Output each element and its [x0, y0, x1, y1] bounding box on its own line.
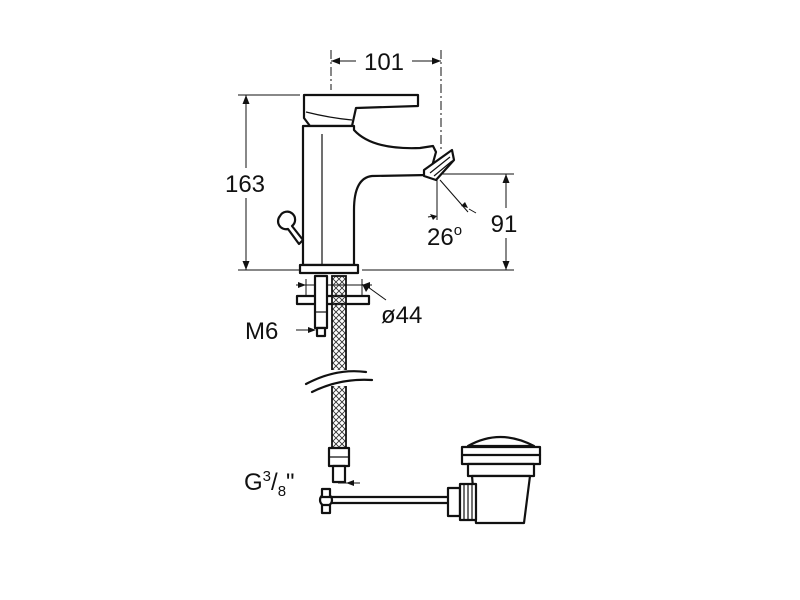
hose-thread-label: G3/8" — [244, 468, 295, 500]
drain-waste — [446, 436, 542, 525]
lever-handle — [302, 93, 420, 128]
height-label: 163 — [225, 171, 265, 198]
dimension-angle: 26o — [427, 179, 477, 251]
popup-knob — [277, 210, 305, 246]
spout-height-label: 91 — [491, 211, 518, 238]
faucet-column — [301, 124, 438, 267]
drain-connector — [446, 486, 462, 518]
faucet-body — [277, 93, 456, 275]
drain-body — [470, 474, 532, 525]
diameter-label: ø44 — [381, 302, 422, 329]
dimension-width: 101 — [330, 47, 442, 150]
angle-label: 26o — [427, 222, 462, 251]
braided-hose: G3/8" — [244, 275, 380, 500]
mounting-stud — [313, 274, 329, 330]
stud-thread-label: M6 — [245, 318, 278, 345]
dimension-spout-height: 91 — [362, 173, 528, 271]
break-symbol — [304, 370, 374, 394]
width-label: 101 — [364, 49, 404, 76]
popup-rod — [318, 487, 452, 515]
dimension-height: 163 — [216, 94, 300, 271]
base-plate — [298, 263, 360, 275]
